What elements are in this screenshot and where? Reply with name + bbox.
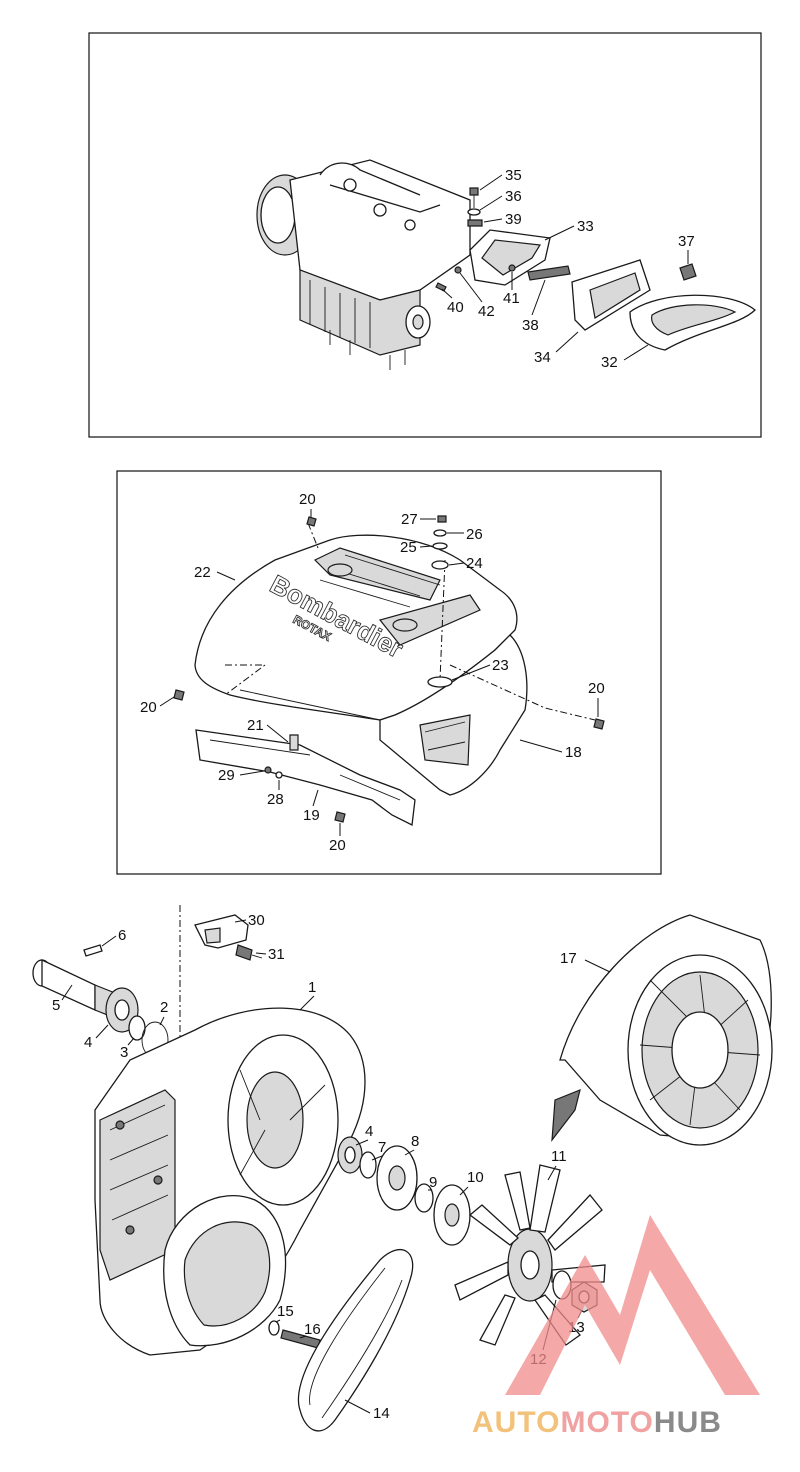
- callout-6: 6: [118, 927, 126, 944]
- engine-cover-illustration: Bombardier ROTAX: [173, 515, 605, 826]
- callout-26: 26: [466, 526, 483, 543]
- callout-17: 17: [560, 950, 577, 967]
- callout-4: 4: [84, 1034, 92, 1051]
- top-panel-frame: [88, 32, 762, 438]
- callout-42: 42: [478, 303, 495, 320]
- callout-5: 5: [52, 997, 60, 1014]
- callout-30: 30: [248, 912, 265, 929]
- automotohub-watermark: AUTOMOTOHUB: [472, 1215, 760, 1439]
- callout-4-right: 4: [365, 1123, 373, 1140]
- callout-35: 35: [505, 167, 522, 184]
- callout-37: 37: [678, 233, 695, 250]
- callout-32: 32: [601, 354, 618, 371]
- air-intake-parts: [435, 187, 756, 351]
- callout-22: 22: [194, 564, 211, 581]
- watermark-hub: HUB: [654, 1406, 722, 1439]
- callout-20-top: 20: [299, 491, 316, 508]
- callout-8: 8: [411, 1133, 419, 1150]
- callout-10: 10: [467, 1169, 484, 1186]
- callout-34: 34: [534, 349, 551, 366]
- callout-15: 15: [277, 1303, 294, 1320]
- callout-29: 29: [218, 767, 235, 784]
- engine-illustration: [256, 159, 471, 370]
- callout-23: 23: [492, 657, 509, 674]
- callout-41: 41: [503, 290, 520, 307]
- callout-7: 7: [378, 1139, 386, 1156]
- callout-20-left: 20: [140, 699, 157, 716]
- watermark-moto: MOTO: [560, 1406, 653, 1439]
- callout-21: 21: [247, 717, 264, 734]
- callout-1: 1: [308, 979, 316, 996]
- callout-36: 36: [505, 188, 522, 205]
- callout-39: 39: [505, 211, 522, 228]
- callout-31: 31: [268, 946, 285, 963]
- callout-2: 2: [160, 999, 168, 1016]
- fan-assembly-illustration: [32, 905, 773, 1432]
- callout-24: 24: [466, 555, 483, 572]
- watermark-logo-icon: [505, 1215, 760, 1395]
- callout-11: 11: [551, 1148, 567, 1165]
- middle-callouts: 20 27 26 25 24 22 23 20 18 21 29 28 19 2…: [140, 491, 605, 854]
- callout-19: 19: [303, 807, 320, 824]
- callout-27: 27: [401, 511, 418, 528]
- watermark-auto: AUTO: [472, 1406, 560, 1439]
- callout-14: 14: [373, 1405, 390, 1422]
- callout-3: 3: [120, 1044, 128, 1061]
- callout-33: 33: [577, 218, 594, 235]
- callout-18: 18: [565, 744, 582, 761]
- callout-16: 16: [304, 1321, 321, 1338]
- callout-9: 9: [429, 1174, 437, 1191]
- middle-panel-frame: [116, 470, 662, 875]
- svg-text:AUTOMOTOHUB: AUTOMOTOHUB: [472, 1406, 722, 1439]
- callout-40: 40: [447, 299, 464, 316]
- callout-38: 38: [522, 317, 539, 334]
- callout-25: 25: [400, 539, 417, 556]
- callout-20-bottom: 20: [329, 837, 346, 854]
- top-callouts: 35 36 39 33 37 40 42 41 38 34 32: [441, 167, 695, 371]
- callout-28: 28: [267, 791, 284, 808]
- callout-20-right: 20: [588, 680, 605, 697]
